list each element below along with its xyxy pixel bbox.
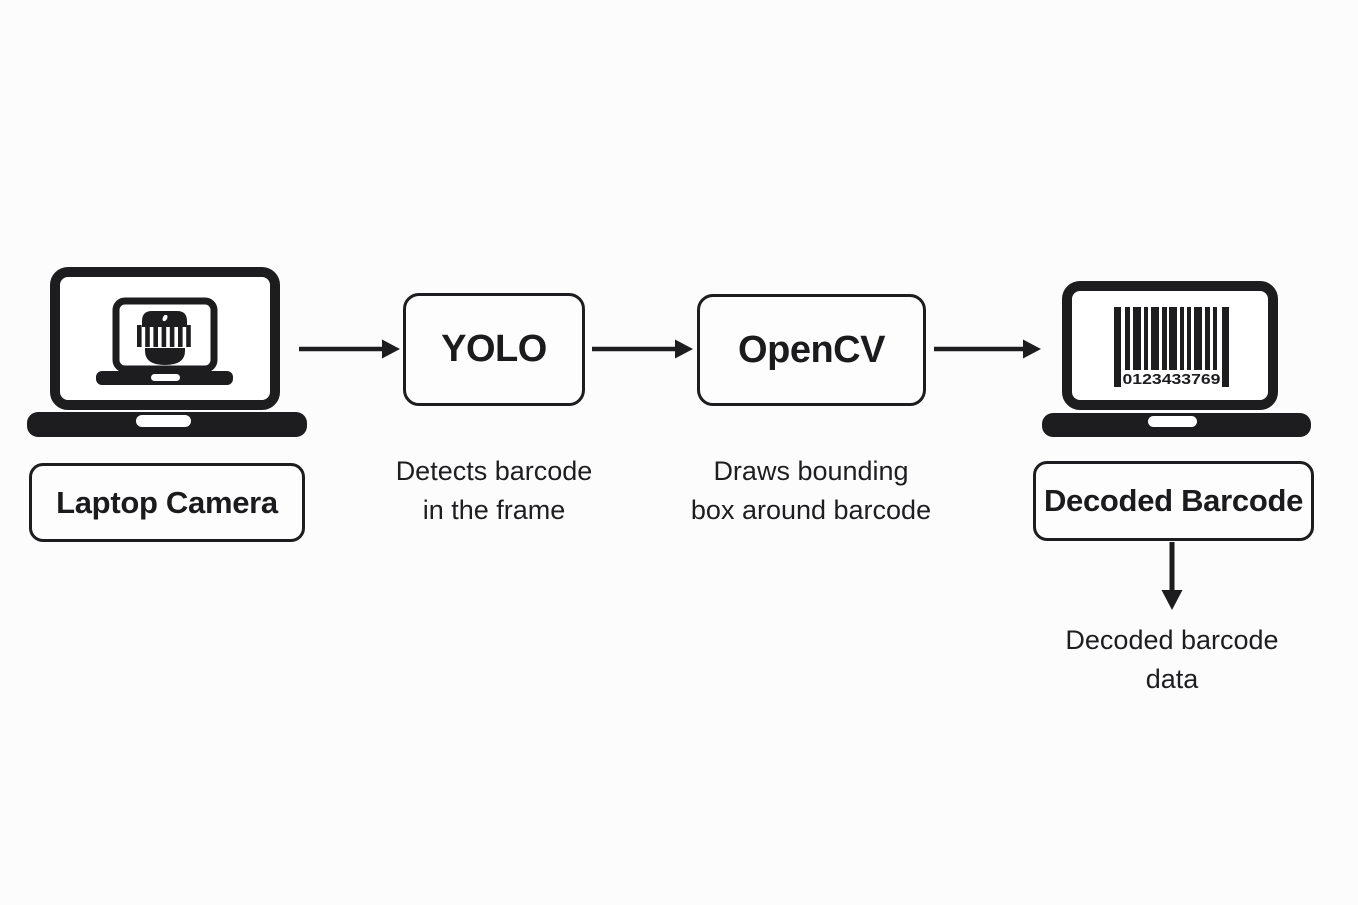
arrow-right-icon	[592, 339, 693, 359]
laptop-camera-icon	[27, 267, 307, 437]
arrow-down-icon	[1161, 542, 1183, 610]
opencv-caption-line1: Draws bounding	[713, 456, 909, 486]
mini-laptop-base-notch	[151, 374, 180, 381]
yolo-node: YOLO	[403, 293, 585, 406]
opencv-node-label: OpenCV	[738, 328, 885, 371]
yolo-caption-line2: in the frame	[422, 495, 566, 525]
decoded-output-line1: Decoded barcode	[1065, 625, 1279, 655]
barcode-graphic: 0123433769	[1114, 307, 1229, 388]
laptop-base-notch	[136, 415, 191, 427]
barcode-digits-text: 0123433769	[1123, 371, 1221, 388]
yolo-caption: Detects barcode in the frame	[354, 452, 634, 530]
arrow-right-icon	[299, 339, 400, 359]
decoded-output-line2: data	[1145, 664, 1199, 694]
laptop-camera-label-text: Laptop Camera	[56, 484, 278, 520]
opencv-caption-line2: box around barcode	[690, 495, 932, 525]
yolo-node-label: YOLO	[441, 328, 547, 370]
decoded-barcode-label: Decoded Barcode	[1033, 461, 1314, 541]
laptop-base-notch	[1148, 416, 1197, 427]
laptop-barcode-icon: 0123433769	[1042, 281, 1311, 437]
decoded-output-caption: Decoded barcode data	[1032, 621, 1312, 699]
opencv-node: OpenCV	[697, 294, 926, 406]
laptop-camera-label: Laptop Camera	[29, 463, 305, 542]
decoded-barcode-label-text: Decoded Barcode	[1043, 483, 1304, 518]
opencv-caption: Draws bounding box around barcode	[661, 452, 961, 530]
yolo-caption-line1: Detects barcode	[395, 456, 593, 486]
arrow-right-icon	[934, 339, 1041, 359]
scan-shield-barcode-glyph	[137, 311, 191, 365]
